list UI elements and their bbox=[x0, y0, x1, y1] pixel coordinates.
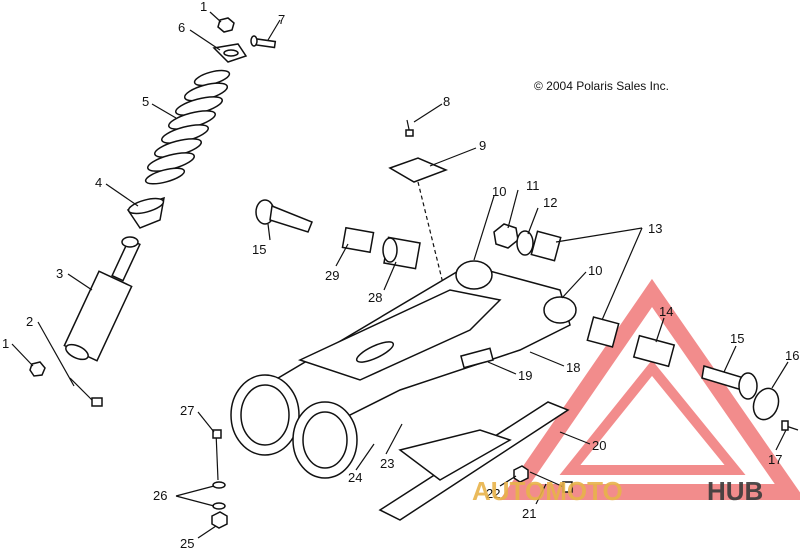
callout-14: 14 bbox=[659, 304, 673, 319]
callout-24: 24 bbox=[348, 470, 362, 485]
callout-15: 15 bbox=[730, 331, 744, 346]
nut-1-lower bbox=[29, 361, 46, 377]
callout-16: 16 bbox=[785, 348, 799, 363]
spacer-14 bbox=[632, 334, 676, 368]
copyright-text: © 2004 Polaris Sales Inc. bbox=[534, 79, 669, 93]
callout-17: 17 bbox=[768, 452, 782, 467]
slide-rail-20 bbox=[378, 401, 570, 521]
leader-lines bbox=[11, 11, 789, 539]
callout-18: 18 bbox=[566, 360, 580, 375]
callout-10: 10 bbox=[492, 184, 506, 199]
callout-10: 10 bbox=[588, 263, 602, 278]
watermark-text-auto: AUTOMOTO bbox=[472, 476, 623, 506]
callout-12: 12 bbox=[543, 195, 557, 210]
swing-arm-18 bbox=[230, 260, 577, 479]
pivot-bolt-15-left bbox=[255, 199, 313, 233]
callout-4: 4 bbox=[95, 175, 102, 190]
nut-11 bbox=[493, 223, 519, 249]
callout-11: 11 bbox=[526, 178, 540, 193]
callout-2: 2 bbox=[26, 314, 33, 329]
callout-5: 5 bbox=[142, 94, 149, 109]
watermark-logo: AUTOMOTO HUB bbox=[472, 476, 763, 506]
bushing-28 bbox=[382, 236, 421, 270]
callout-7: 7 bbox=[278, 12, 285, 27]
bolt-27 bbox=[212, 429, 222, 481]
bolt-2 bbox=[69, 377, 103, 407]
callout-19: 19 bbox=[518, 368, 532, 383]
bushing-29 bbox=[341, 226, 375, 254]
callout-1: 1 bbox=[2, 336, 9, 351]
callout-22: 22 bbox=[486, 486, 500, 501]
callout-20: 20 bbox=[592, 438, 606, 453]
callout-27: 27 bbox=[180, 403, 194, 418]
pivot-bolt-15-right bbox=[701, 365, 758, 400]
nut-22 bbox=[513, 465, 529, 483]
callout-6: 6 bbox=[178, 20, 185, 35]
callout-3: 3 bbox=[56, 266, 63, 281]
callout-23: 23 bbox=[380, 456, 394, 471]
bolt-21 bbox=[529, 471, 573, 493]
callout-28: 28 bbox=[368, 290, 382, 305]
shock-top-nut bbox=[217, 17, 235, 33]
plate-16 bbox=[752, 387, 780, 421]
screw-8 bbox=[405, 119, 414, 137]
washer-12 bbox=[516, 230, 534, 256]
bushing-13 bbox=[530, 230, 620, 348]
callout-1: 1 bbox=[200, 0, 207, 14]
spring-5 bbox=[144, 69, 231, 185]
bolt-17 bbox=[781, 420, 799, 431]
callout-21: 21 bbox=[522, 506, 536, 521]
bolt-7 bbox=[250, 35, 277, 49]
watermark-text-hub: HUB bbox=[707, 476, 763, 506]
nut-25 bbox=[211, 511, 228, 529]
plate-9 bbox=[388, 157, 449, 183]
spring-retainer-6 bbox=[212, 43, 248, 63]
callout-29: 29 bbox=[325, 268, 339, 283]
callout-9: 9 bbox=[479, 138, 486, 153]
callout-8: 8 bbox=[443, 94, 450, 109]
callout-25: 25 bbox=[180, 536, 194, 550]
watermark-triangle bbox=[499, 278, 800, 500]
spring-seat-4 bbox=[126, 196, 165, 229]
callout-15: 15 bbox=[252, 242, 266, 257]
callout-13: 13 bbox=[648, 221, 662, 236]
shock-body-3 bbox=[63, 236, 141, 362]
callout-26: 26 bbox=[153, 488, 167, 503]
washer-26 bbox=[212, 481, 226, 510]
